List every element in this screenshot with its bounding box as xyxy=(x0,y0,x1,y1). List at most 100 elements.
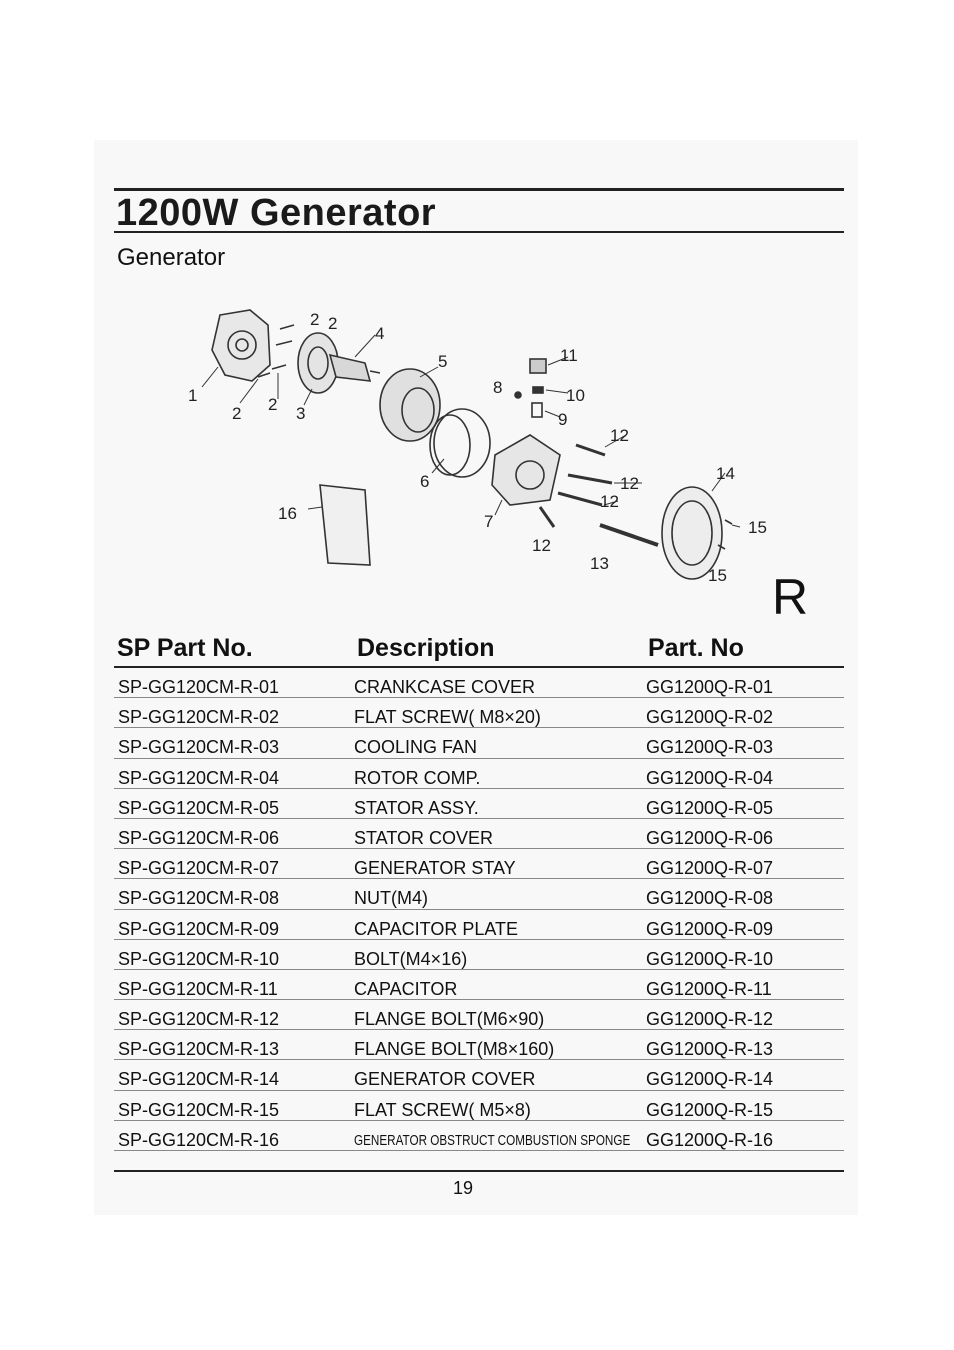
section-heading: Generator xyxy=(117,244,226,271)
part-capacitor-plate xyxy=(531,402,543,418)
svg-text:13: 13 xyxy=(590,554,609,573)
sp-part-number: SP-GG120CM-R-15 xyxy=(118,1099,280,1120)
page-title: 1200W Generator xyxy=(116,192,437,234)
table-row: SP-GG120CM-R-02 FLAT SCREW( M8×20) GG120… xyxy=(114,698,844,729)
part-capacitor xyxy=(529,358,547,374)
sp-part-number: SP-GG120CM-R-07 xyxy=(118,858,280,879)
table-row: SP-GG120CM-R-14 GENERATOR COVER GG1200Q-… xyxy=(114,1060,844,1091)
sp-part-number: SP-GG120CM-R-01 xyxy=(118,677,280,697)
page-number: 19 xyxy=(452,1178,474,1198)
svg-text:15: 15 xyxy=(708,566,727,585)
part-description: ROTOR COMP. xyxy=(354,767,481,788)
header-rule xyxy=(114,666,844,668)
part-number: GG1200Q-R-07 xyxy=(646,858,774,879)
part-description: CAPACITOR PLATE xyxy=(354,918,519,939)
header-part-no: Part. No xyxy=(648,634,744,662)
svg-text:12: 12 xyxy=(610,426,629,445)
part-description: GENERATOR OBSTRUCT COMBUSTION SPONGE xyxy=(354,1131,631,1149)
sp-part-number: SP-GG120CM-R-14 xyxy=(118,1069,280,1090)
svg-text:15: 15 xyxy=(748,518,767,537)
part-number: GG1200Q-R-14 xyxy=(646,1069,774,1090)
svg-text:2: 2 xyxy=(310,310,319,329)
part-number: GG1200Q-R-09 xyxy=(646,918,774,939)
footer-rule xyxy=(114,1170,844,1172)
parts-table: SP-GG120CM-R-01 CRANKCASE COVER GG1200Q-… xyxy=(114,668,844,1151)
table-row: SP-GG120CM-R-13 FLANGE BOLT(M8×160) GG12… xyxy=(114,1030,844,1061)
table-row: SP-GG120CM-R-05 STATOR ASSY. GG1200Q-R-0… xyxy=(114,789,844,819)
part-description: STATOR ASSY. xyxy=(354,797,479,818)
part-generator-cover xyxy=(661,486,723,580)
part-number: GG1200Q-R-08 xyxy=(646,888,774,909)
table-row: SP-GG120CM-R-11 CAPACITOR GG1200Q-R-11 xyxy=(114,970,844,1001)
part-number: GG1200Q-R-10 xyxy=(646,948,774,969)
svg-text:1: 1 xyxy=(188,386,197,405)
svg-text:7: 7 xyxy=(484,512,493,531)
svg-text:6: 6 xyxy=(420,472,429,491)
part-description: GENERATOR STAY xyxy=(354,858,516,879)
sp-part-number: SP-GG120CM-R-08 xyxy=(118,888,280,909)
svg-text:11: 11 xyxy=(560,346,578,365)
sp-part-number: SP-GG120CM-R-16 xyxy=(118,1129,280,1150)
part-description: FLAT SCREW( M5×8) xyxy=(354,1099,531,1120)
table-row: SP-GG120CM-R-06 STATOR COVER GG1200Q-R-0… xyxy=(114,819,844,850)
table-row: SP-GG120CM-R-03 COOLING FAN GG1200Q-R-03 xyxy=(114,728,844,759)
part-description: FLAT SCREW( M8×20) xyxy=(354,707,541,728)
sp-part-number: SP-GG120CM-R-12 xyxy=(118,1009,280,1030)
part-number: GG1200Q-R-05 xyxy=(646,797,774,818)
part-number: GG1200Q-R-12 xyxy=(646,1009,774,1030)
svg-text:3: 3 xyxy=(296,404,305,423)
part-description: NUT(M4) xyxy=(354,888,428,909)
svg-text:12: 12 xyxy=(600,492,619,511)
svg-text:10: 10 xyxy=(566,386,585,405)
part-description: CAPACITOR xyxy=(354,978,458,999)
part-bolt xyxy=(532,386,544,394)
table-row: SP-GG120CM-R-12 FLANGE BOLT(M6×90) GG120… xyxy=(114,1000,844,1031)
svg-text:12: 12 xyxy=(532,536,551,555)
part-number: GG1200Q-R-11 xyxy=(646,978,772,999)
svg-text:9: 9 xyxy=(558,410,567,429)
part-nut xyxy=(514,391,522,399)
svg-text:14: 14 xyxy=(716,464,735,483)
svg-text:16: 16 xyxy=(278,504,297,523)
part-number: GG1200Q-R-15 xyxy=(646,1099,774,1120)
title-top-rule xyxy=(114,188,844,191)
table-row: SP-GG120CM-R-04 ROTOR COMP. GG1200Q-R-04 xyxy=(114,759,844,789)
title-bottom-rule xyxy=(114,231,844,233)
header-description: Description xyxy=(357,634,495,662)
part-number: GG1200Q-R-03 xyxy=(646,737,774,758)
svg-text:5: 5 xyxy=(438,352,447,371)
svg-text:2: 2 xyxy=(268,395,277,414)
part-rotor xyxy=(328,353,381,382)
sp-part-number: SP-GG120CM-R-06 xyxy=(118,827,280,848)
table-row: SP-GG120CM-R-16 GENERATOR OBSTRUCT COMBU… xyxy=(114,1121,844,1151)
part-description: STATOR COVER xyxy=(354,827,494,848)
sp-part-number: SP-GG120CM-R-02 xyxy=(118,707,280,728)
svg-text:12: 12 xyxy=(620,474,639,493)
exploded-parts-diagram: 1 2 2 2 2 3 4 5 6 7 8 9 10 11 12 12 12 1… xyxy=(188,309,767,585)
part-description: CRANKCASE COVER xyxy=(354,677,536,697)
table-row: SP-GG120CM-R-08 NUT(M4) GG1200Q-R-08 xyxy=(114,879,844,910)
section-marker: R xyxy=(772,569,809,625)
part-number: GG1200Q-R-04 xyxy=(646,767,774,788)
sp-part-number: SP-GG120CM-R-13 xyxy=(118,1039,280,1060)
part-description: BOLT(M4×16) xyxy=(354,948,468,969)
sp-part-number: SP-GG120CM-R-10 xyxy=(118,948,280,969)
svg-text:2: 2 xyxy=(328,314,337,333)
part-number: GG1200Q-R-16 xyxy=(646,1129,774,1150)
part-small-screw xyxy=(724,519,733,525)
part-number: GG1200Q-R-02 xyxy=(646,707,774,728)
part-flat-screws xyxy=(257,324,295,378)
part-cooling-fan xyxy=(297,332,339,394)
table-row: SP-GG120CM-R-01 CRANKCASE COVER GG1200Q-… xyxy=(114,668,844,699)
part-crankcase-cover xyxy=(211,309,271,382)
sp-part-number: SP-GG120CM-R-09 xyxy=(118,918,280,939)
part-long-flange-bolt xyxy=(599,523,659,547)
part-generator-stay xyxy=(491,434,561,506)
svg-text:2: 2 xyxy=(232,404,241,423)
part-flange-bolts xyxy=(538,443,613,528)
part-description: GENERATOR COVER xyxy=(354,1069,536,1090)
sp-part-number: SP-GG120CM-R-11 xyxy=(118,978,278,999)
svg-text:4: 4 xyxy=(375,324,384,343)
part-description: FLANGE BOLT(M8×160) xyxy=(354,1039,555,1060)
part-number: GG1200Q-R-13 xyxy=(646,1039,774,1060)
